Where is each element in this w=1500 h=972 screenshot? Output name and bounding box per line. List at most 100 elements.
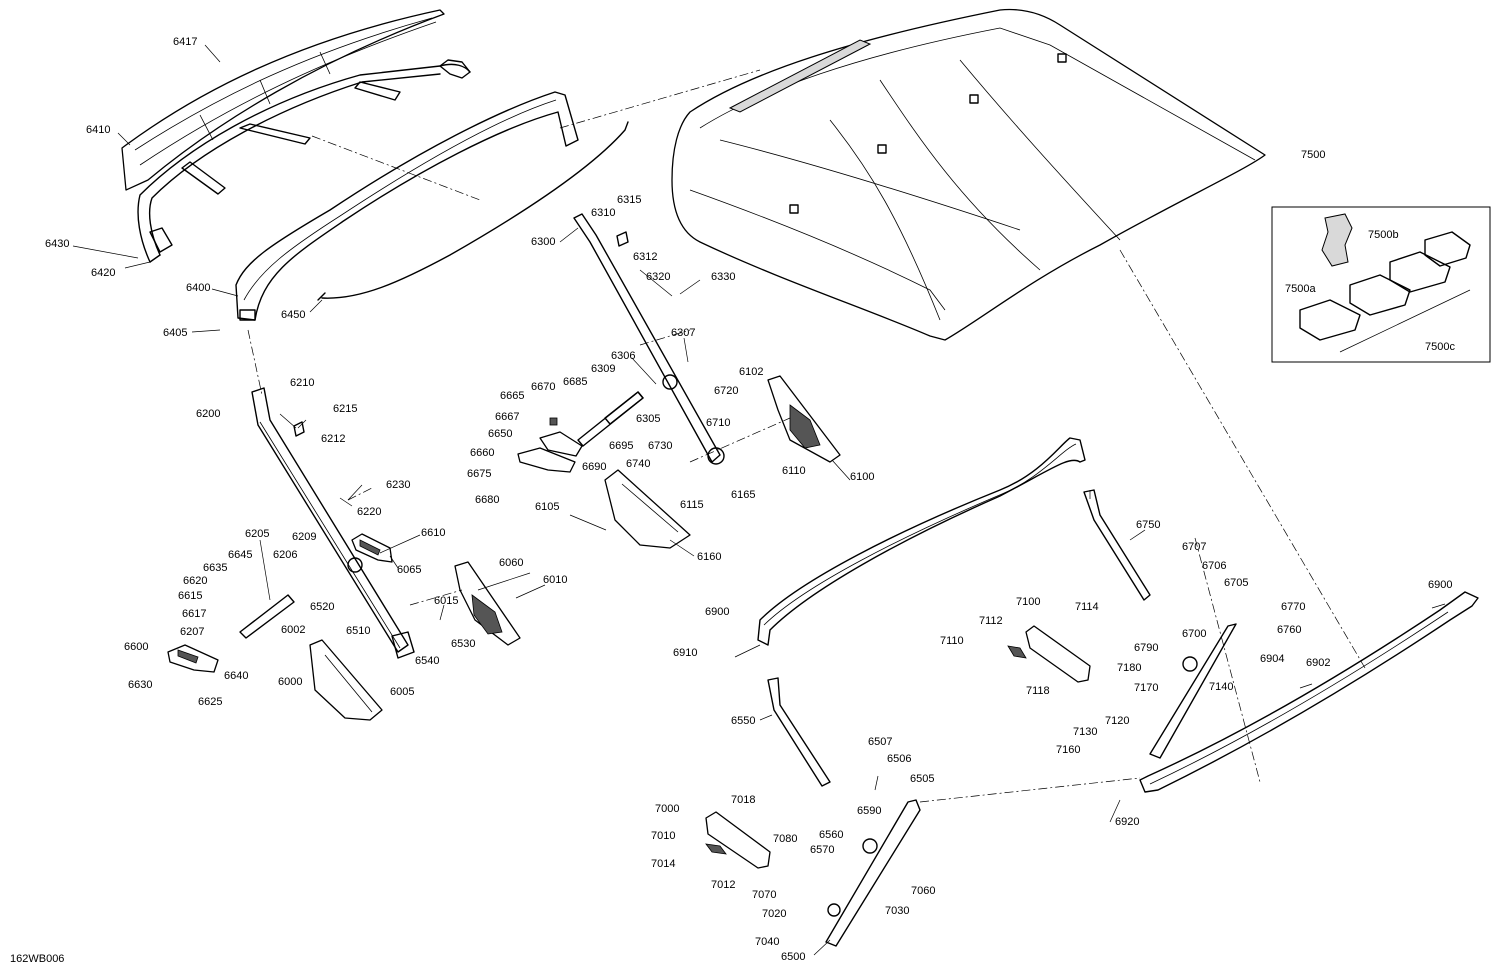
callout-6540: 6540: [415, 655, 439, 667]
callout-6330: 6330: [711, 271, 735, 283]
callout-7080: 7080: [773, 833, 797, 845]
callout-6920: 6920: [1115, 816, 1139, 828]
callout-6695: 6695: [609, 440, 633, 452]
callout-6760: 6760: [1277, 624, 1301, 636]
callout-7114: 7114: [1075, 601, 1099, 613]
callout-6700: 6700: [1182, 628, 1206, 640]
callout-6610: 6610: [421, 527, 445, 539]
callout-6005: 6005: [390, 686, 414, 698]
callout-6165: 6165: [731, 489, 755, 501]
callout-7012: 7012: [711, 879, 735, 891]
post-part-6500: [825, 799, 921, 947]
callout-6665: 6665: [500, 390, 524, 402]
side-bar-part-6750: [1083, 489, 1151, 601]
callout-6417: 6417: [173, 36, 197, 48]
callout-6710: 6710: [706, 417, 730, 429]
callout-6105: 6105: [535, 501, 559, 513]
callout-6102: 6102: [739, 366, 763, 378]
callout-6160: 6160: [697, 551, 721, 563]
callout-6060: 6060: [499, 557, 523, 569]
callout-7014: 7014: [651, 858, 675, 870]
callout-6210: 6210: [290, 377, 314, 389]
callout-6590: 6590: [857, 805, 881, 817]
callout-7060: 7060: [911, 885, 935, 897]
callout-7010: 7010: [651, 830, 675, 842]
callout-6500: 6500: [781, 951, 805, 963]
windshield-frame-part-6900: [757, 437, 1086, 646]
callout-6220: 6220: [357, 506, 381, 518]
frame-part-6410: [137, 59, 471, 263]
callout-6910: 6910: [673, 647, 697, 659]
hinge-part-6060: [454, 561, 521, 646]
callout-6902: 6902: [1306, 657, 1330, 669]
callout-6790: 6790: [1134, 642, 1158, 654]
callout-6617: 6617: [182, 608, 206, 620]
lower-rail-part-6900: [1139, 591, 1479, 793]
callout-6570: 6570: [810, 844, 834, 856]
callout-6705: 6705: [1224, 577, 1248, 589]
callout-7170: 7170: [1134, 682, 1158, 694]
inset-box-7500-clips: [1271, 206, 1491, 363]
bracket-part-6610: [351, 533, 393, 563]
callout-7040: 7040: [755, 936, 779, 948]
callout-6405: 6405: [163, 327, 187, 339]
callout-7140: 7140: [1209, 681, 1233, 693]
handle-part-7100: [1007, 625, 1091, 683]
callout-6750: 6750: [1136, 519, 1160, 531]
callout-6510: 6510: [346, 625, 370, 637]
callout-6707: 6707: [1182, 541, 1206, 553]
callout-6312: 6312: [633, 251, 657, 263]
drawing-code: 162WB006: [10, 953, 64, 965]
callout-6506: 6506: [887, 753, 911, 765]
callout-6900-lower: 6900: [1428, 579, 1452, 591]
callout-7118: 7118: [1026, 685, 1050, 697]
side-bar-part-6550: [767, 677, 831, 787]
callout-6685: 6685: [563, 376, 587, 388]
callout-6309: 6309: [591, 363, 615, 375]
callout-6015: 6015: [434, 595, 458, 607]
rod-part-6206: [239, 594, 295, 639]
panel-part-6160: [604, 469, 691, 549]
callout-7112: 7112: [979, 615, 1003, 627]
callout-6640: 6640: [224, 670, 248, 682]
callout-6320: 6320: [646, 271, 670, 283]
callout-6300: 6300: [531, 236, 555, 248]
leader-lines: [72, 44, 1446, 956]
callout-6230: 6230: [386, 479, 410, 491]
callout-6310: 6310: [591, 207, 615, 219]
handle-part-7000: [705, 811, 771, 869]
callout-6645: 6645: [228, 549, 252, 561]
callout-7120: 7120: [1105, 715, 1129, 727]
callout-6400: 6400: [186, 282, 210, 294]
callout-6002: 6002: [281, 624, 305, 636]
strut-part-6305: [577, 391, 644, 447]
callout-6100: 6100: [850, 471, 874, 483]
callout-6306: 6306: [611, 350, 635, 362]
callout-6010: 6010: [543, 574, 567, 586]
callout-7100: 7100: [1016, 596, 1040, 608]
callout-6520: 6520: [310, 601, 334, 613]
assembly-lines: [247, 69, 1366, 803]
callout-6207: 6207: [180, 626, 204, 638]
visor-part-6417: [121, 9, 445, 191]
callout-7130: 7130: [1073, 726, 1097, 738]
callout-6620: 6620: [183, 575, 207, 587]
callout-7070: 7070: [752, 889, 776, 901]
callout-6212: 6212: [321, 433, 345, 445]
callout-7500b: 7500b: [1368, 229, 1399, 241]
callout-7500: 7500: [1301, 149, 1325, 161]
callout-6110: 6110: [782, 465, 806, 477]
callout-6200: 6200: [196, 408, 220, 420]
callout-7160: 7160: [1056, 744, 1080, 756]
callout-6206: 6206: [273, 549, 297, 561]
callout-6675: 6675: [467, 468, 491, 480]
callout-6600: 6600: [124, 641, 148, 653]
panel-part-6000: [309, 639, 383, 721]
callout-6650: 6650: [488, 428, 512, 440]
callout-6420: 6420: [91, 267, 115, 279]
callout-7018: 7018: [731, 794, 755, 806]
callout-7500c: 7500c: [1425, 341, 1455, 353]
callout-6670: 6670: [531, 381, 555, 393]
callout-6667: 6667: [495, 411, 519, 423]
